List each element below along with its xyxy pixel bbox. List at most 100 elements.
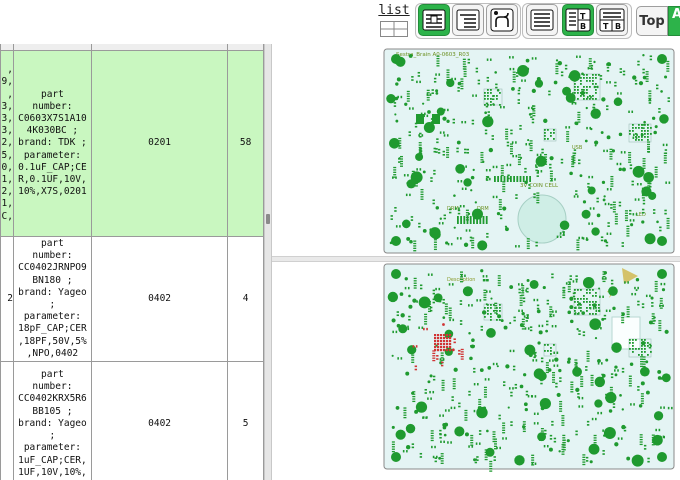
via	[606, 135, 611, 140]
pin-pad	[497, 275, 501, 277]
pin-pad	[536, 199, 540, 201]
pad	[571, 102, 574, 105]
pin-pad	[428, 305, 432, 308]
via	[435, 89, 439, 93]
pin-pad	[582, 454, 586, 456]
pad	[462, 165, 464, 168]
pin-pad	[628, 154, 632, 156]
large-pad	[446, 78, 455, 88]
pad	[591, 222, 594, 225]
pin-pad	[529, 149, 533, 152]
pin-pad	[567, 281, 571, 283]
pin-pad	[532, 110, 536, 112]
bga-ball	[586, 89, 588, 91]
front-board-canvas[interactable]: Sestra_Brain A0-0603_R03 3V COIN CELL DR…	[272, 44, 680, 256]
via	[621, 408, 624, 411]
via	[487, 366, 492, 370]
pin-pad	[549, 308, 553, 311]
pad	[581, 88, 584, 91]
pad	[604, 202, 607, 206]
pad	[457, 209, 461, 212]
via	[464, 432, 469, 437]
pin-pad	[452, 387, 456, 390]
splitter-grip-icon[interactable]	[266, 214, 270, 224]
bom-ungrouped-button[interactable]	[452, 4, 484, 36]
pin-pad	[609, 389, 613, 391]
back-board-drawing[interactable]: Description	[272, 262, 680, 480]
pin-pad	[666, 60, 670, 63]
pad	[437, 152, 441, 154]
table-row[interactable]: 2 part number: CC0402JRNPO9 BN180 ; bran…	[0, 236, 264, 362]
table-row[interactable]: , 9, , 3, 3, 3, 2, 5, 0, 1, 2, 1, C, par…	[0, 50, 264, 237]
layout-single-button[interactable]	[526, 4, 558, 36]
pin-pad	[626, 315, 630, 318]
layout-top-bottom-icon: T B	[565, 8, 591, 32]
bga-ball	[586, 74, 588, 76]
pad	[592, 106, 595, 109]
list-mode-button[interactable]: list	[378, 4, 410, 38]
table-row[interactable]: part number: CC0402KRX5R6 BB105 ; brand:…	[0, 361, 264, 480]
horizontal-splitter[interactable]	[272, 256, 680, 262]
pad	[549, 166, 552, 169]
pad	[525, 320, 528, 322]
pad	[634, 83, 638, 85]
pin-pad	[521, 284, 525, 287]
via	[511, 87, 515, 91]
pin-pad	[391, 441, 395, 443]
pad	[599, 75, 603, 77]
pad	[492, 95, 495, 97]
via	[661, 288, 666, 292]
pin-pad	[572, 159, 576, 161]
pin-pad	[420, 193, 424, 196]
pad	[517, 99, 520, 101]
layout-top-bottom-button[interactable]: T B	[562, 4, 594, 36]
layout-left-right-button[interactable]: T B	[596, 4, 628, 36]
via	[638, 404, 643, 408]
pin-pad	[609, 386, 613, 389]
pin-pad	[572, 152, 576, 154]
pin-pad	[536, 197, 540, 199]
pad	[623, 426, 627, 429]
via	[618, 132, 623, 137]
pad	[606, 232, 609, 235]
pad	[433, 147, 436, 150]
pad	[407, 174, 409, 177]
pin-pad	[588, 62, 592, 65]
large-pad	[534, 79, 544, 88]
pin-pad	[640, 356, 644, 358]
pin-pad	[489, 463, 493, 465]
pad	[440, 361, 444, 364]
netlist-button[interactable]	[486, 4, 518, 36]
pin-pad	[612, 208, 616, 211]
pad	[410, 216, 414, 218]
pad	[473, 367, 476, 370]
bga-ball	[437, 343, 440, 346]
pad	[610, 203, 613, 206]
connector-pad	[479, 216, 482, 224]
pad	[487, 111, 490, 113]
pin-pad	[413, 245, 417, 247]
pin-pad	[399, 158, 403, 160]
layer-all-button[interactable]: A	[668, 6, 680, 36]
pad	[414, 368, 418, 371]
bga-ball	[595, 313, 597, 315]
pad	[631, 292, 633, 296]
pin-pad	[576, 246, 580, 248]
pin-pad	[494, 443, 498, 445]
pad	[637, 385, 640, 388]
pad	[591, 417, 594, 421]
bom-grouped-button[interactable]	[418, 4, 450, 36]
pad	[459, 205, 462, 208]
pin-pad	[464, 414, 468, 416]
back-board-canvas[interactable]: Description	[272, 262, 680, 480]
bga-ball	[547, 138, 549, 140]
pad	[599, 78, 603, 80]
pin-pad	[572, 154, 576, 157]
pad	[474, 461, 478, 464]
layer-top-button[interactable]: Top	[636, 6, 668, 36]
pad	[587, 186, 590, 188]
pin-pad	[602, 278, 606, 280]
vertical-splitter[interactable]	[264, 44, 272, 480]
front-board-drawing[interactable]: Sestra_Brain A0-0603_R03 3V COIN CELL DR…	[272, 44, 680, 256]
pad	[473, 383, 476, 386]
